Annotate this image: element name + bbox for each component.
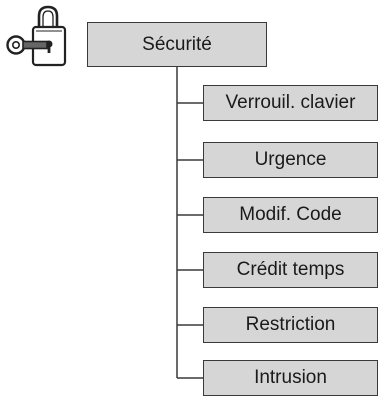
menu-item-restriction[interactable]: Restriction	[203, 307, 378, 343]
menu-item-urgence[interactable]: Urgence	[203, 142, 378, 178]
menu-item-label: Crédit temps	[236, 259, 345, 280]
menu-item-intrusion[interactable]: Intrusion	[203, 360, 378, 396]
menu-item-label: Modif. Code	[239, 204, 342, 225]
menu-item-label: Restriction	[245, 314, 336, 335]
menu-item-verrouillage-clavier[interactable]: Verrouil. clavier	[203, 85, 378, 121]
padlock-key-icon	[4, 4, 70, 70]
menu-item-label: Urgence	[254, 149, 327, 170]
menu-item-label: Intrusion	[254, 367, 327, 388]
menu-item-label: Verrouil. clavier	[225, 92, 356, 113]
menu-item-credit-temps[interactable]: Crédit temps	[203, 252, 378, 288]
root-node-label: Sécurité	[142, 33, 212, 55]
menu-item-modif-code[interactable]: Modif. Code	[203, 197, 378, 233]
root-node-securite[interactable]: Sécurité	[87, 22, 267, 67]
